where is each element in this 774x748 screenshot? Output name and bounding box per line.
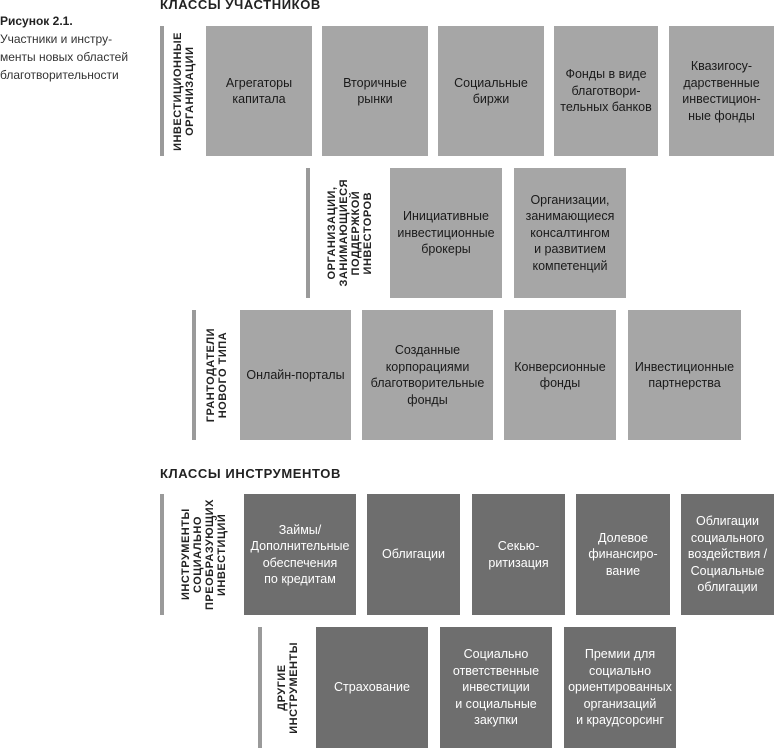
participants-section-title: КЛАССЫ УЧАСТНИКОВ (160, 0, 321, 12)
figure-caption: Рисунок 2.1. Участники и инстру- менты н… (0, 12, 150, 84)
participant-box: Онлайн-порталы (240, 310, 351, 440)
figure-number: Рисунок 2.1. (0, 14, 73, 28)
instrument-box: Секью- ритизация (472, 494, 565, 615)
group-other-instruments: ДРУГИЕ ИНСТРУМЕНТЫ Страхование Социально… (258, 627, 676, 748)
participant-box: Инвестиционные партнерства (628, 310, 741, 440)
group-divider (160, 26, 164, 156)
group-label: ОРГАНИЗАЦИИ, ЗАНИМАЮЩИЕСЯ ПОДДЕРЖКОЙ ИНВ… (326, 179, 374, 287)
group-divider (306, 168, 310, 298)
caption-line-3: благотворительности (0, 68, 119, 82)
group-divider (160, 494, 164, 615)
group-divider (192, 310, 196, 440)
group-label: ИНСТРУМЕНТЫ СОЦИАЛЬНО ПРЕОБРАЗУЮЩИХ ИНВЕ… (180, 499, 228, 610)
participant-box: Фонды в виде благотвори- тельных банков (554, 26, 658, 156)
participant-box: Квазигосу- дарственные инвестицион- ные … (669, 26, 774, 156)
group-new-grantmakers: ГРАНТОДАТЕЛИ НОВОГО ТИПА Онлайн-порталы … (192, 310, 741, 440)
instrument-box: Премии для социально ориентированных орг… (564, 627, 676, 748)
instrument-box: Облигации социального воздействия / Соци… (681, 494, 774, 615)
group-investor-support-organizations: ОРГАНИЗАЦИИ, ЗАНИМАЮЩИЕСЯ ПОДДЕРЖКОЙ ИНВ… (306, 168, 626, 298)
participant-box: Инициативные инвестиционные брокеры (390, 168, 502, 298)
instruments-section-title: КЛАССЫ ИНСТРУМЕНТОВ (160, 466, 341, 481)
instrument-box: Страхование (316, 627, 428, 748)
instrument-box: Долевое финансиро- вание (576, 494, 670, 615)
group-social-impact-instruments: ИНСТРУМЕНТЫ СОЦИАЛЬНО ПРЕОБРАЗУЮЩИХ ИНВЕ… (160, 494, 774, 615)
group-investment-organizations: ИНВЕСТИЦИОННЫЕ ОРГАНИЗАЦИИ Агрегаторы ка… (160, 26, 774, 156)
participant-box: Агрегаторы капитала (206, 26, 312, 156)
group-divider (258, 627, 262, 748)
instrument-box: Займы/ Дополнительные обеспечения по кре… (244, 494, 356, 615)
instrument-box: Социально ответственные инвестиции и соц… (440, 627, 552, 748)
participant-box: Конверсионные фонды (504, 310, 616, 440)
group-label: ДРУГИЕ ИНСТРУМЕНТЫ (276, 641, 300, 734)
group-label: ГРАНТОДАТЕЛИ НОВОГО ТИПА (205, 327, 229, 423)
participant-box: Вторичные рынки (322, 26, 428, 156)
group-label: ИНВЕСТИЦИОННЫЕ ОРГАНИЗАЦИИ (172, 31, 196, 151)
caption-line-1: Участники и инстру- (0, 32, 113, 46)
participant-box: Социальные биржи (438, 26, 544, 156)
participant-box: Созданные корпорациями благотворительные… (362, 310, 493, 440)
caption-line-2: менты новых областей (0, 50, 129, 64)
instrument-box: Облигации (367, 494, 460, 615)
participant-box: Организации, занимающиеся консалтингом и… (514, 168, 626, 298)
